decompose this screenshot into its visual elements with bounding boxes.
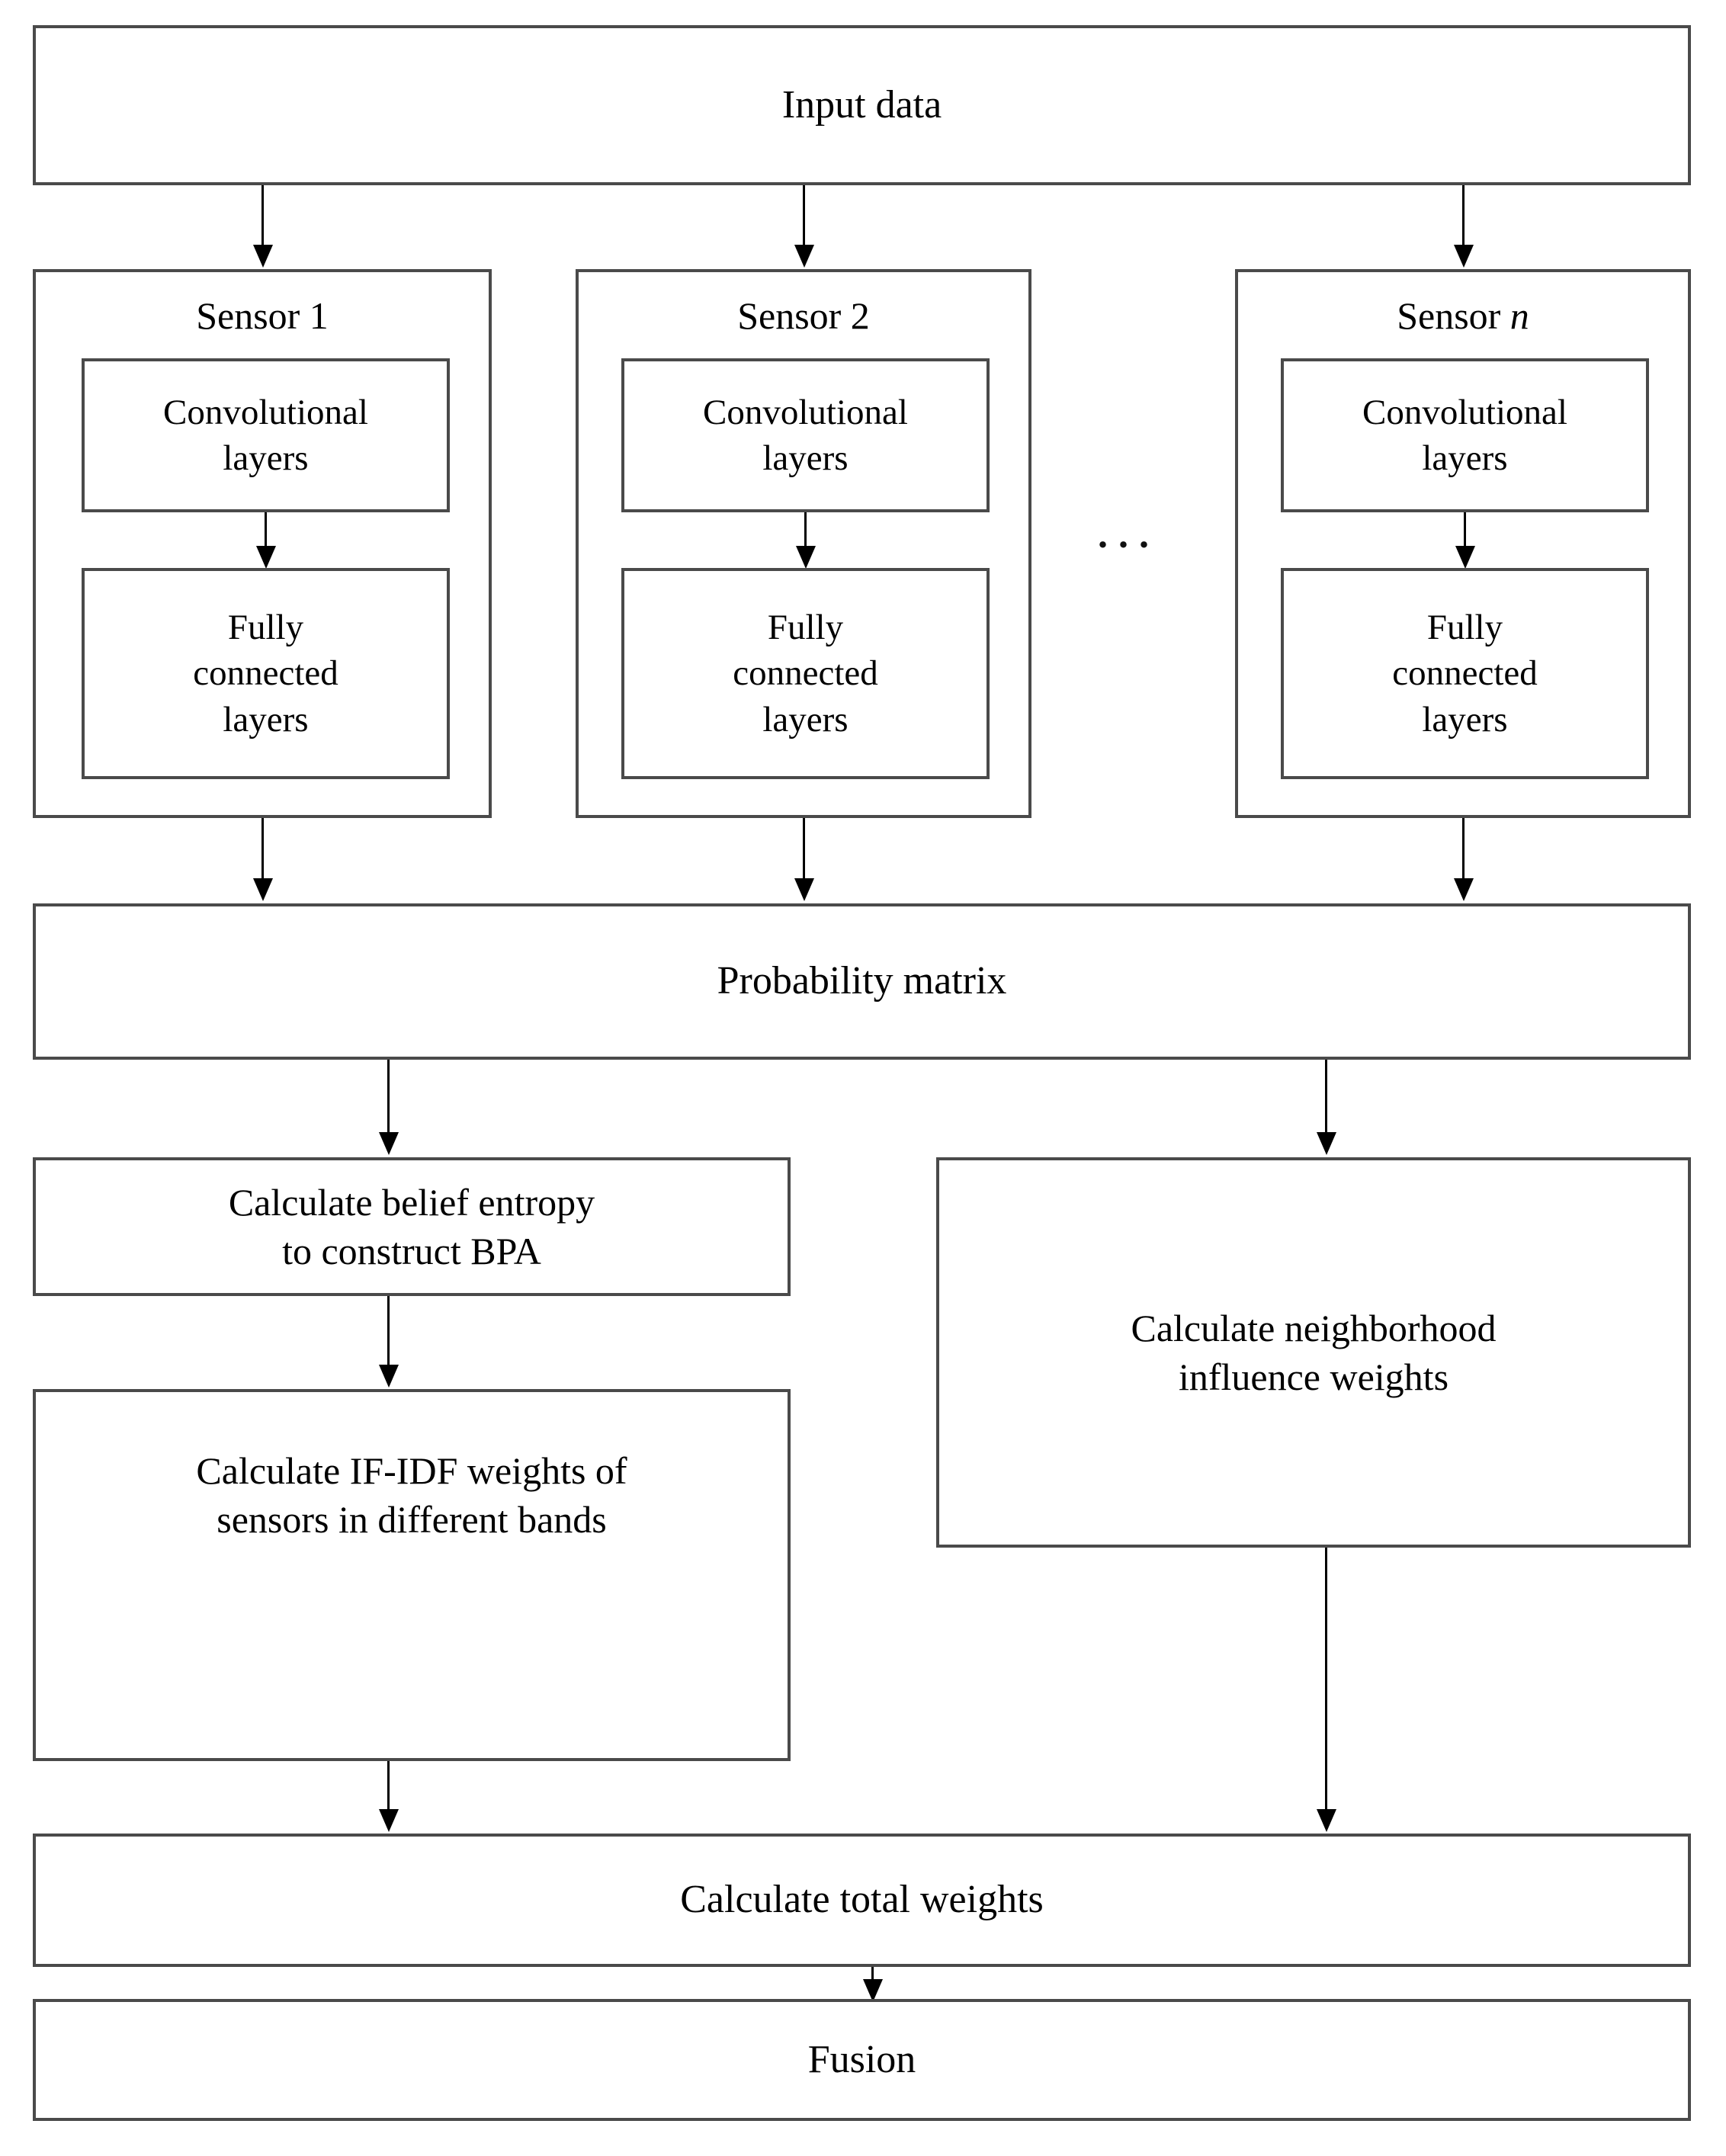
arrowhead-sensorn-conv-to-fc <box>1455 546 1475 569</box>
node-probability-matrix: Probability matrix <box>33 903 1691 1060</box>
arrowhead-sensorn-to-matrix <box>1454 878 1474 901</box>
edge-matrix-to-belief-entropy <box>387 1060 390 1134</box>
arrowhead-neighborhood-to-total-weights <box>1317 1809 1336 1832</box>
arrowhead-matrix-to-belief-entropy <box>379 1132 399 1155</box>
edge-sensorn-to-matrix <box>1462 818 1465 881</box>
edge-input-to-sensor2 <box>803 185 805 246</box>
node-if-idf-weights: Calculate IF-IDF weights of sensors in d… <box>33 1389 791 1761</box>
neighborhood-weights-label: Calculate neighborhood influence weights <box>1131 1307 1497 1398</box>
node-belief-entropy: Calculate belief entropy to construct BP… <box>33 1157 791 1296</box>
sensor-1-title: Sensor 1 <box>196 294 329 337</box>
sensor-n-title: Sensor n <box>1238 294 1688 338</box>
if-idf-weights-label: Calculate IF-IDF weights of sensors in d… <box>196 1449 627 1541</box>
node-total-weights: Calculate total weights <box>33 1834 1691 1967</box>
edge-sensorn-conv-to-fc <box>1464 512 1466 549</box>
sensor-n-title-symbol: n <box>1509 294 1529 337</box>
node-sensor-n-conv-layers: Convolutional layers <box>1281 358 1649 512</box>
edge-total-weights-to-fusion <box>871 1967 874 1984</box>
arrowhead-input-to-sensorn <box>1454 245 1474 268</box>
total-weights-label: Calculate total weights <box>680 1878 1044 1922</box>
node-input-data: Input data <box>33 25 1691 185</box>
edge-sensor2-to-matrix <box>803 818 805 881</box>
edge-neighborhood-to-total-weights <box>1325 1548 1327 1811</box>
arrowhead-input-to-sensor2 <box>794 245 814 268</box>
arrowhead-input-to-sensor1 <box>253 245 273 268</box>
sensor-n-conv-label: Convolutional layers <box>1362 392 1567 478</box>
arrowhead-sensor2-conv-to-fc <box>796 546 816 569</box>
node-sensor-2-conv-layers: Convolutional layers <box>621 358 990 512</box>
edge-matrix-to-neighborhood <box>1325 1060 1327 1134</box>
sensor-1-fc-label: Fully connected layers <box>193 608 338 740</box>
belief-entropy-label: Calculate belief entropy to construct BP… <box>228 1181 595 1272</box>
arrowhead-belief-entropy-to-ifidf <box>379 1365 399 1388</box>
sensor-2-fc-label: Fully connected layers <box>733 608 878 740</box>
node-sensor-1-fc-layers: Fully connected layers <box>82 568 450 779</box>
arrowhead-matrix-to-neighborhood <box>1317 1132 1336 1155</box>
input-data-label: Input data <box>781 82 942 127</box>
sensor-n-title-prefix: Sensor <box>1397 294 1510 337</box>
edge-input-to-sensorn <box>1462 185 1465 246</box>
edge-sensor1-conv-to-fc <box>265 512 267 549</box>
edge-belief-entropy-to-ifidf <box>387 1296 390 1366</box>
arrowhead-ifidf-to-total-weights <box>379 1809 399 1832</box>
probability-matrix-label: Probability matrix <box>717 959 1007 1003</box>
edge-ifidf-to-total-weights <box>387 1761 390 1811</box>
sensors-ellipsis: ... <box>1098 513 1160 557</box>
arrowhead-sensor1-to-matrix <box>253 878 273 901</box>
node-sensor-2-fc-layers: Fully connected layers <box>621 568 990 779</box>
arrowhead-total-weights-to-fusion <box>863 1979 883 2002</box>
sensor-2-title: Sensor 2 <box>737 294 870 337</box>
edge-input-to-sensor1 <box>261 185 264 246</box>
sensor-2-conv-label: Convolutional layers <box>703 392 908 478</box>
node-sensor-n-fc-layers: Fully connected layers <box>1281 568 1649 779</box>
edge-sensor1-to-matrix <box>261 818 264 881</box>
sensor-n-fc-label: Fully connected layers <box>1392 608 1538 740</box>
fusion-label: Fusion <box>807 2037 916 2081</box>
node-fusion: Fusion <box>33 1999 1691 2121</box>
node-neighborhood-weights: Calculate neighborhood influence weights <box>936 1157 1691 1548</box>
arrowhead-sensor2-to-matrix <box>794 878 814 901</box>
edge-sensor2-conv-to-fc <box>804 512 807 549</box>
sensor-1-conv-label: Convolutional layers <box>163 392 368 478</box>
arrowhead-sensor1-conv-to-fc <box>256 546 276 569</box>
node-sensor-1-conv-layers: Convolutional layers <box>82 358 450 512</box>
